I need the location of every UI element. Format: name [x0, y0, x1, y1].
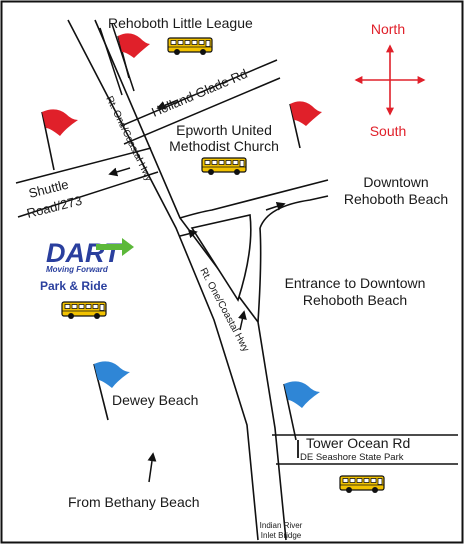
school-bus-icon	[167, 37, 213, 56]
dart-park-ride: Park & Ride	[40, 279, 108, 293]
flag-icon	[93, 361, 130, 421]
flag-icon	[283, 381, 320, 441]
holland-glade-road	[120, 59, 281, 145]
dart-tagline: Moving Forward	[46, 265, 109, 274]
label-de-seashore: DE Seashore State Park	[300, 452, 404, 463]
label-downtown-line1: Downtown	[363, 174, 428, 190]
label-dewey-beach: Dewey Beach	[112, 392, 198, 408]
arrow-icon	[147, 452, 157, 483]
flag-icon	[117, 33, 150, 79]
traffic-island	[190, 214, 252, 302]
arrow-icon	[179, 229, 198, 239]
flag-icon	[289, 101, 322, 149]
arrow-icon	[156, 99, 179, 110]
label-epworth-line1: Epworth United	[176, 122, 272, 138]
arrow-icon	[238, 310, 247, 331]
label-entrance-line1: Entrance to Downtown	[285, 275, 426, 291]
compass-north: North	[371, 21, 405, 37]
label-from-bethany: From Bethany Beach	[68, 494, 200, 510]
label-epworth-line2: Methodist Church	[169, 138, 279, 154]
school-bus-icon	[201, 157, 247, 176]
dart-logo: DART Moving Forward Park & Ride	[40, 238, 134, 293]
compass-south: South	[370, 123, 407, 139]
label-downtown-line2: Rehoboth Beach	[344, 191, 448, 207]
flag-icon	[41, 109, 78, 171]
arrow-icon	[108, 167, 131, 177]
label-indian-river-line2: Inlet Bridge	[261, 531, 302, 540]
tower-ocean-road	[272, 434, 458, 465]
compass-icon	[354, 44, 426, 116]
label-rehoboth-little-league: Rehoboth Little League	[108, 15, 253, 31]
school-bus-icon	[339, 475, 385, 494]
entrance-road	[257, 227, 262, 323]
school-bus-icon	[61, 301, 107, 320]
dart-word: DART	[46, 238, 123, 268]
direction-arrows	[108, 99, 286, 483]
shuttle-road	[15, 147, 159, 218]
label-entrance-line2: Rehoboth Beach	[303, 292, 407, 308]
dart-arrow-icon	[96, 238, 134, 256]
label-tower-ocean-rd: Tower Ocean Rd	[306, 435, 410, 451]
arrow-icon	[265, 202, 286, 211]
label-indian-river-line1: Indian River	[260, 521, 303, 530]
